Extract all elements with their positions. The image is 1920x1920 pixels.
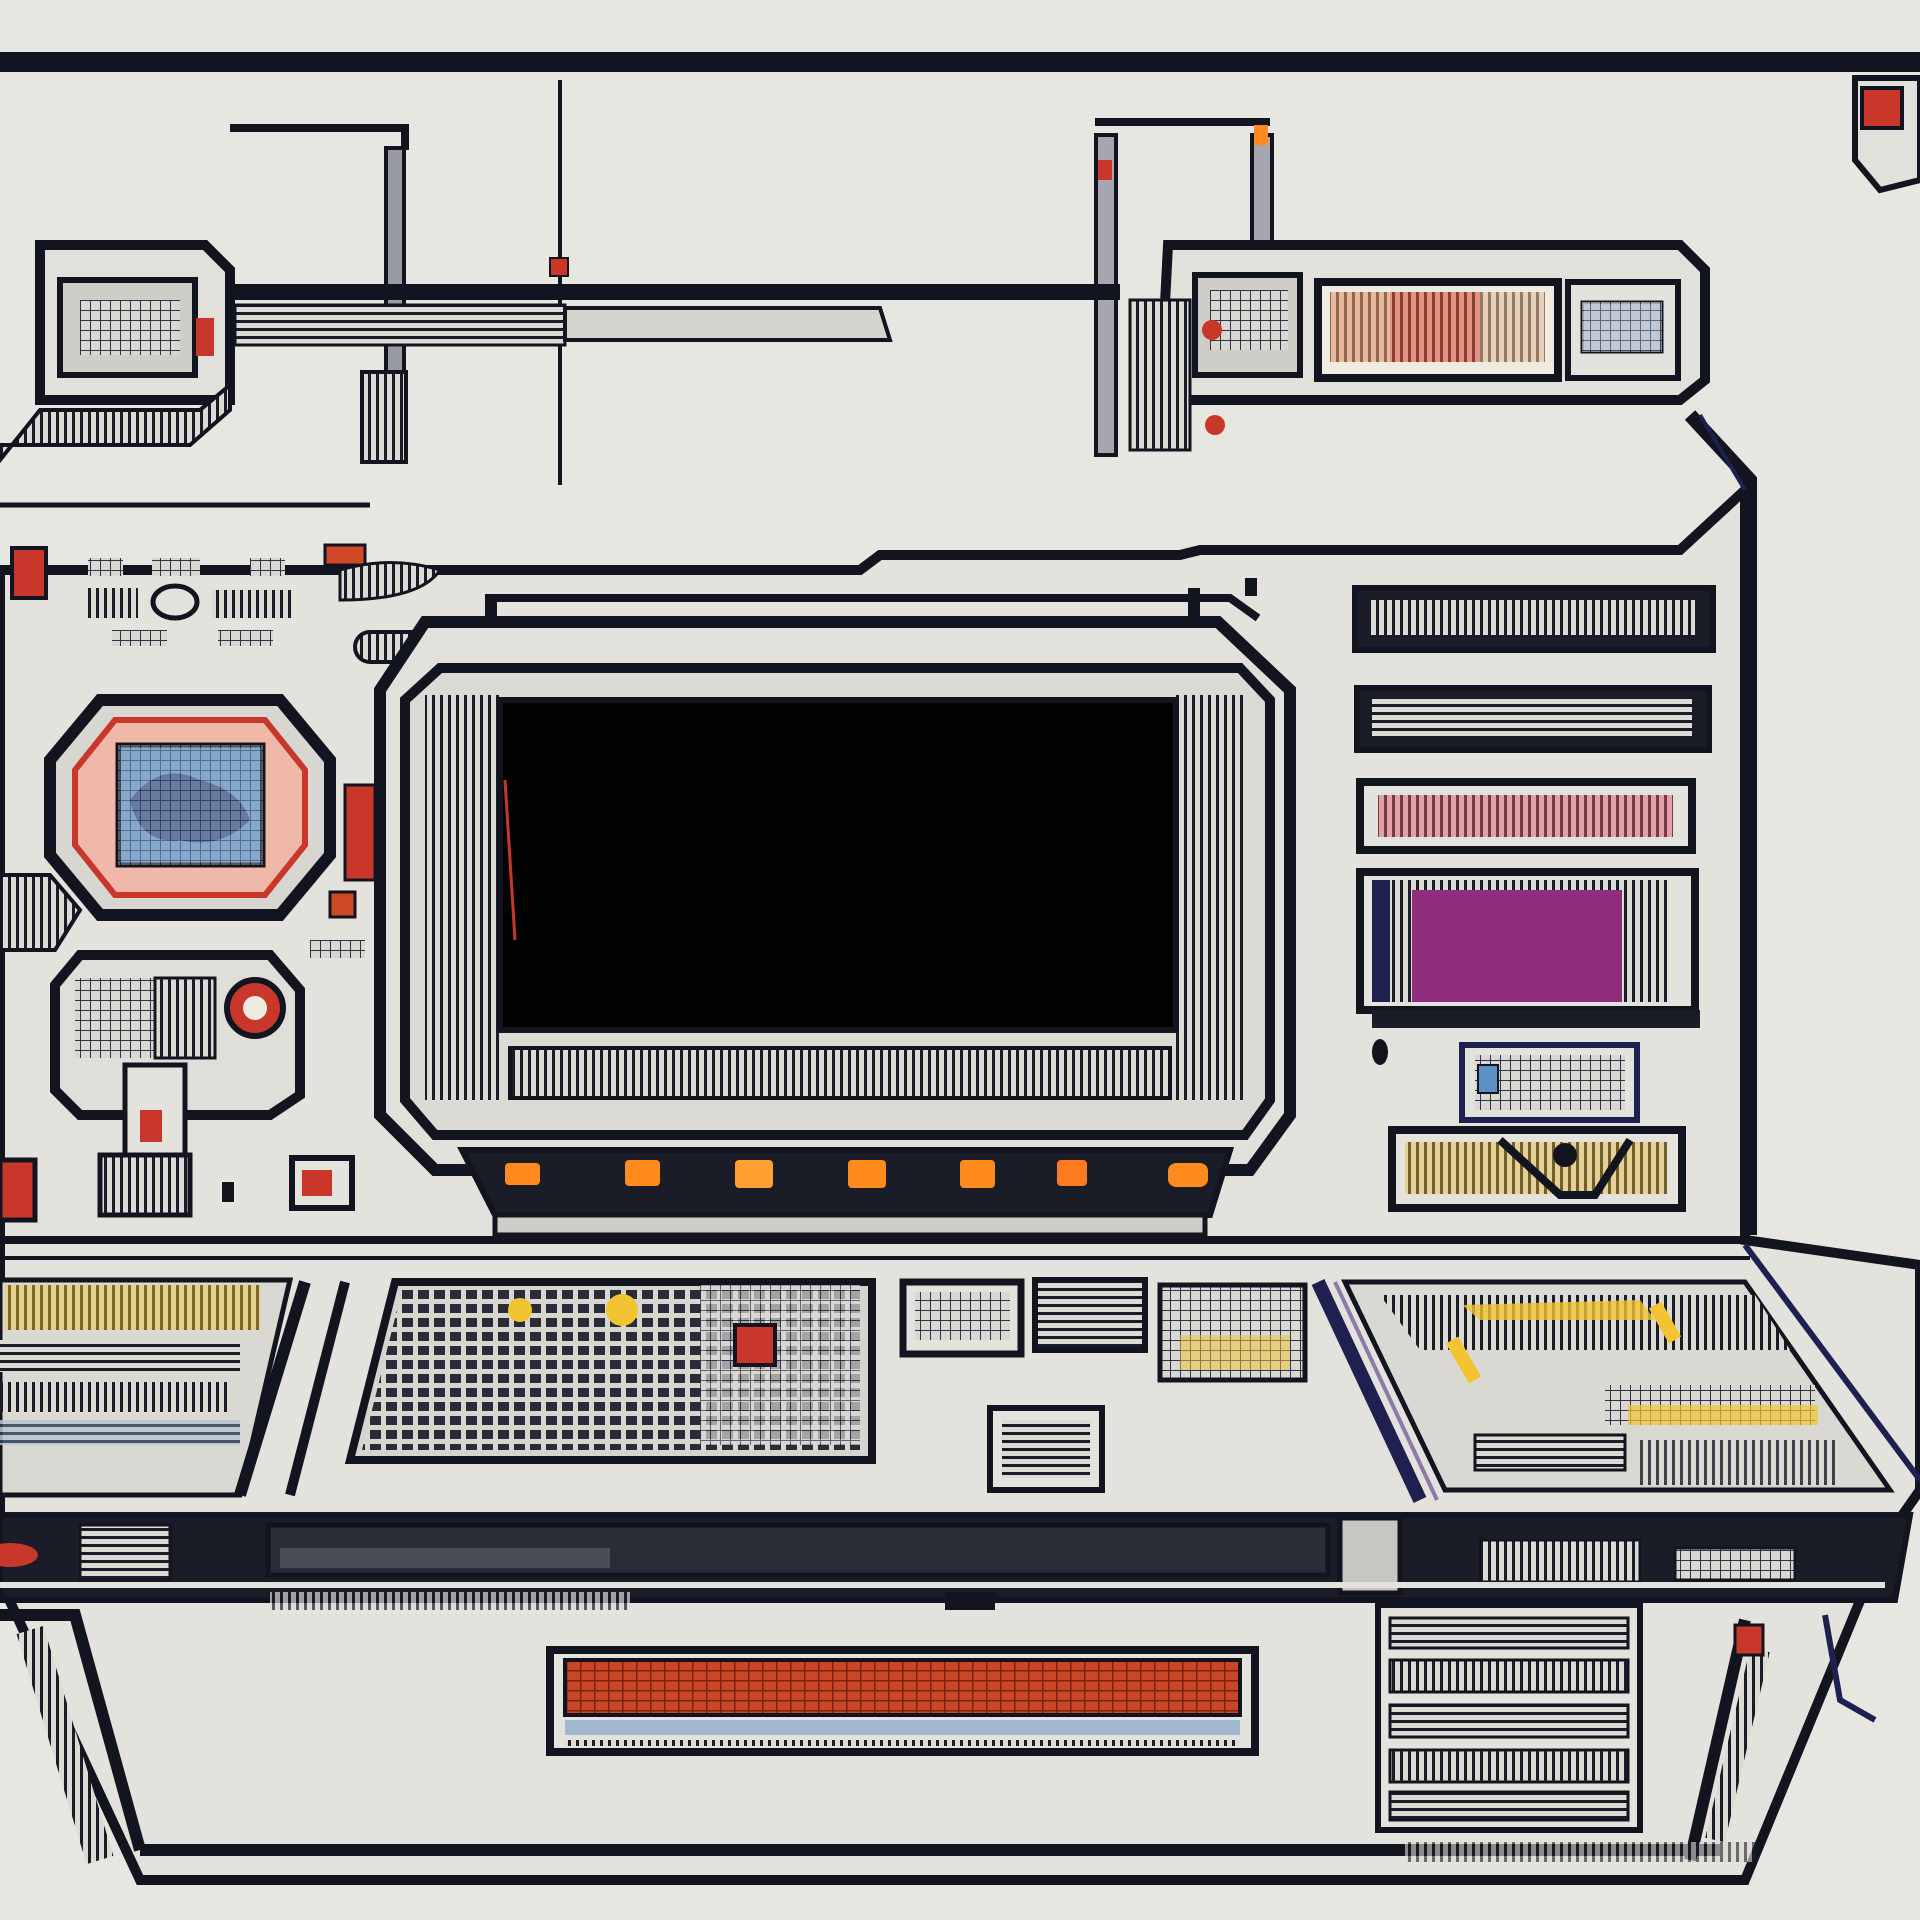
lamp-7: [1168, 1163, 1208, 1187]
lower-cabinet: [0, 1602, 1877, 1865]
right-side-panels: [1245, 578, 1716, 1212]
desk-front-edge: [0, 1512, 1914, 1610]
round-dial-icon: [50, 950, 305, 1158]
indicator-lamp-row: [505, 1160, 1208, 1188]
ceiling-conduits: [230, 80, 1274, 485]
lamp-4: [848, 1160, 886, 1188]
upper-right-module: [1128, 75, 1920, 452]
lamp-1: [505, 1163, 540, 1185]
upper-left-module: [0, 240, 1120, 508]
main-crt-monitor: [374, 588, 1296, 1238]
desk-surface: [0, 1236, 1920, 1503]
lamp-2: [625, 1160, 660, 1186]
crt-screen: [497, 697, 1179, 1033]
keyboard-icon: [344, 1278, 876, 1464]
lamp-6: [1057, 1160, 1087, 1186]
top-frame-bar: [0, 52, 1920, 72]
left-instrument-cluster: [0, 543, 443, 1223]
screen-vent-grille-icon: [508, 1046, 1172, 1100]
octagonal-gauge-icon: [44, 694, 336, 921]
magenta-display: [1412, 890, 1622, 1002]
lamp-5: [960, 1160, 995, 1188]
lamp-3: [735, 1160, 773, 1188]
heater-grille-icon: [546, 1646, 1259, 1756]
